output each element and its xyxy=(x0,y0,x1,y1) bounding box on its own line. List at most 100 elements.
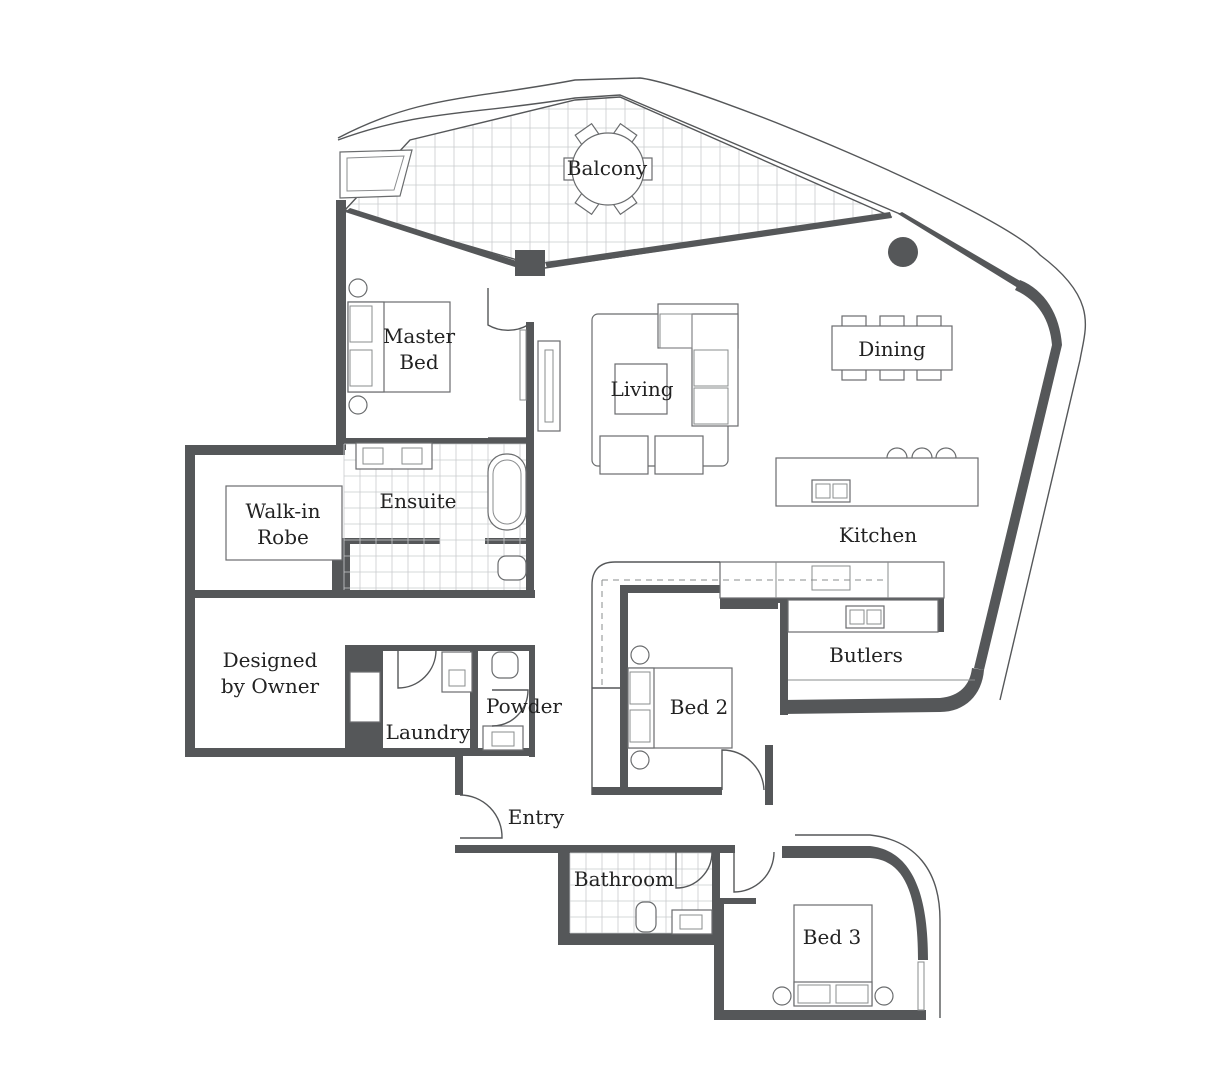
wall xyxy=(185,748,455,757)
kitchen-bench xyxy=(719,561,945,599)
basin xyxy=(401,447,423,465)
sink-bowl xyxy=(866,609,882,625)
wall xyxy=(336,200,346,450)
balcony-table xyxy=(571,132,645,206)
basin xyxy=(679,914,703,930)
wall xyxy=(765,745,773,805)
bed3-furniture xyxy=(772,834,941,1018)
side-table xyxy=(630,750,650,770)
cooktop xyxy=(811,565,851,591)
tub xyxy=(441,651,473,693)
toilet xyxy=(497,555,527,581)
door-swing xyxy=(733,851,775,893)
room-label-laundry: Laundry xyxy=(386,720,471,744)
wall xyxy=(340,538,440,544)
side-table xyxy=(874,986,894,1006)
wall xyxy=(526,322,534,592)
basin-vanity xyxy=(671,909,713,935)
side-table xyxy=(772,986,792,1006)
wall xyxy=(712,848,720,945)
door-swing xyxy=(397,649,437,689)
wall-curve xyxy=(782,668,984,714)
cushion xyxy=(693,387,729,425)
room-label-dining: Dining xyxy=(858,337,926,361)
armchair xyxy=(654,435,704,475)
room-label-master-1: Master xyxy=(383,324,456,348)
armchair xyxy=(599,435,649,475)
room-labels: Balcony Master Bed Living Dining Walk-in… xyxy=(221,156,926,949)
wall xyxy=(720,898,756,904)
wall xyxy=(185,445,195,757)
joinery-outline xyxy=(591,561,720,795)
wall-curve xyxy=(782,846,928,960)
sink xyxy=(845,605,885,629)
basin xyxy=(491,731,515,747)
sink-bowl xyxy=(849,609,865,625)
side-table xyxy=(348,278,368,298)
room-label-bed3: Bed 3 xyxy=(803,925,861,949)
dining-table xyxy=(831,325,953,371)
room-label-master-2: Bed xyxy=(399,350,439,374)
planter-box xyxy=(339,149,413,199)
tv-unit xyxy=(537,340,561,432)
wall xyxy=(455,750,463,795)
living-furniture xyxy=(537,303,739,475)
window xyxy=(917,961,925,1011)
wall xyxy=(336,438,532,444)
room-label-owner-2: by Owner xyxy=(221,674,320,698)
bed-head xyxy=(793,981,873,1007)
wall xyxy=(938,597,944,632)
wall xyxy=(345,645,535,651)
bathroom-fittings xyxy=(569,851,775,935)
sink xyxy=(811,479,851,503)
wall xyxy=(592,787,722,795)
bathtub-inner xyxy=(492,459,522,525)
sink-bowl xyxy=(815,483,831,499)
kitchen-fittings xyxy=(591,447,979,795)
sofa xyxy=(691,313,739,427)
cushion xyxy=(659,313,693,349)
wall xyxy=(529,645,535,757)
wall xyxy=(714,1010,926,1020)
room-label-walkin-2: Robe xyxy=(257,525,309,549)
door-swing xyxy=(675,851,713,889)
room-label-entry: Entry xyxy=(508,805,565,829)
column xyxy=(888,237,918,267)
vanity xyxy=(355,442,433,470)
basin xyxy=(362,447,384,465)
balcony-facade-curve xyxy=(337,77,1087,701)
tub-bowl xyxy=(448,669,466,687)
facade-outline xyxy=(795,834,941,1018)
wall xyxy=(470,645,478,755)
pillow xyxy=(349,305,373,343)
room-label-bathroom: Bathroom xyxy=(574,867,674,891)
island-bench xyxy=(775,457,979,507)
room-label-butlers: Butlers xyxy=(829,643,903,667)
wall xyxy=(620,585,725,593)
walls xyxy=(185,200,1062,1020)
glass-wall-left xyxy=(345,208,520,268)
room-label-balcony: Balcony xyxy=(567,156,648,180)
north-glass-wall xyxy=(898,212,1022,288)
master-bed-furniture xyxy=(347,278,529,415)
wall xyxy=(558,933,720,945)
room-label-walkin-1: Walk-in xyxy=(246,499,321,523)
wall xyxy=(714,900,724,1020)
pillow xyxy=(797,984,831,1004)
column xyxy=(515,250,545,276)
coffee-table xyxy=(614,363,668,415)
wall xyxy=(185,590,535,598)
wall xyxy=(780,597,788,715)
bathtub xyxy=(487,453,527,531)
door-swing xyxy=(487,288,529,332)
basin-vanity xyxy=(482,725,524,751)
room-label-owner-1: Designed xyxy=(223,648,318,672)
room-label-powder: Powder xyxy=(486,694,562,718)
room-label-bed2: Bed 2 xyxy=(670,695,728,719)
pillow xyxy=(835,984,869,1004)
room-label-ensuite: Ensuite xyxy=(380,489,457,513)
door-swing xyxy=(721,749,765,791)
wall xyxy=(558,845,570,945)
side-table xyxy=(348,395,368,415)
